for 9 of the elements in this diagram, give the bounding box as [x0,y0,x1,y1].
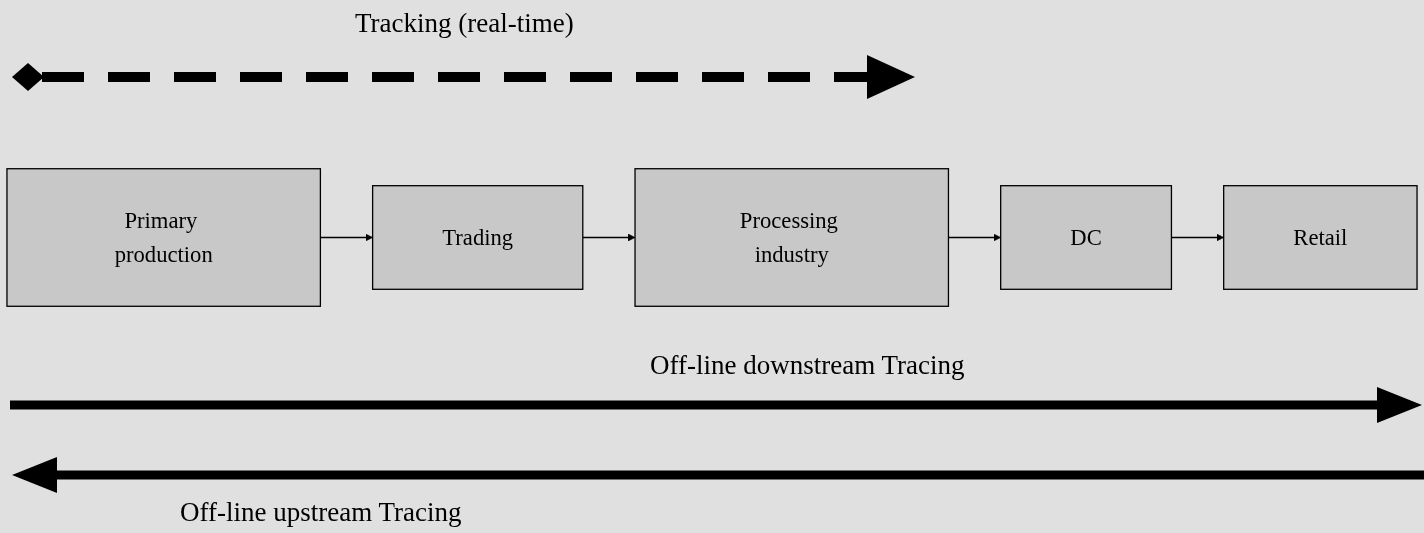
node-box: Processing industry [634,168,950,307]
node-box: Primary production [6,168,322,307]
arrow-label: Tracking (real-time) [355,8,574,39]
node-box: Trading [371,185,584,290]
arrow [582,233,636,242]
node-box: DC [1000,185,1173,290]
arrow-label: Off-line downstream Tracing [650,350,965,381]
arrow-label: Off-line upstream Tracing [180,497,462,528]
node-box: Retail [1223,185,1418,290]
